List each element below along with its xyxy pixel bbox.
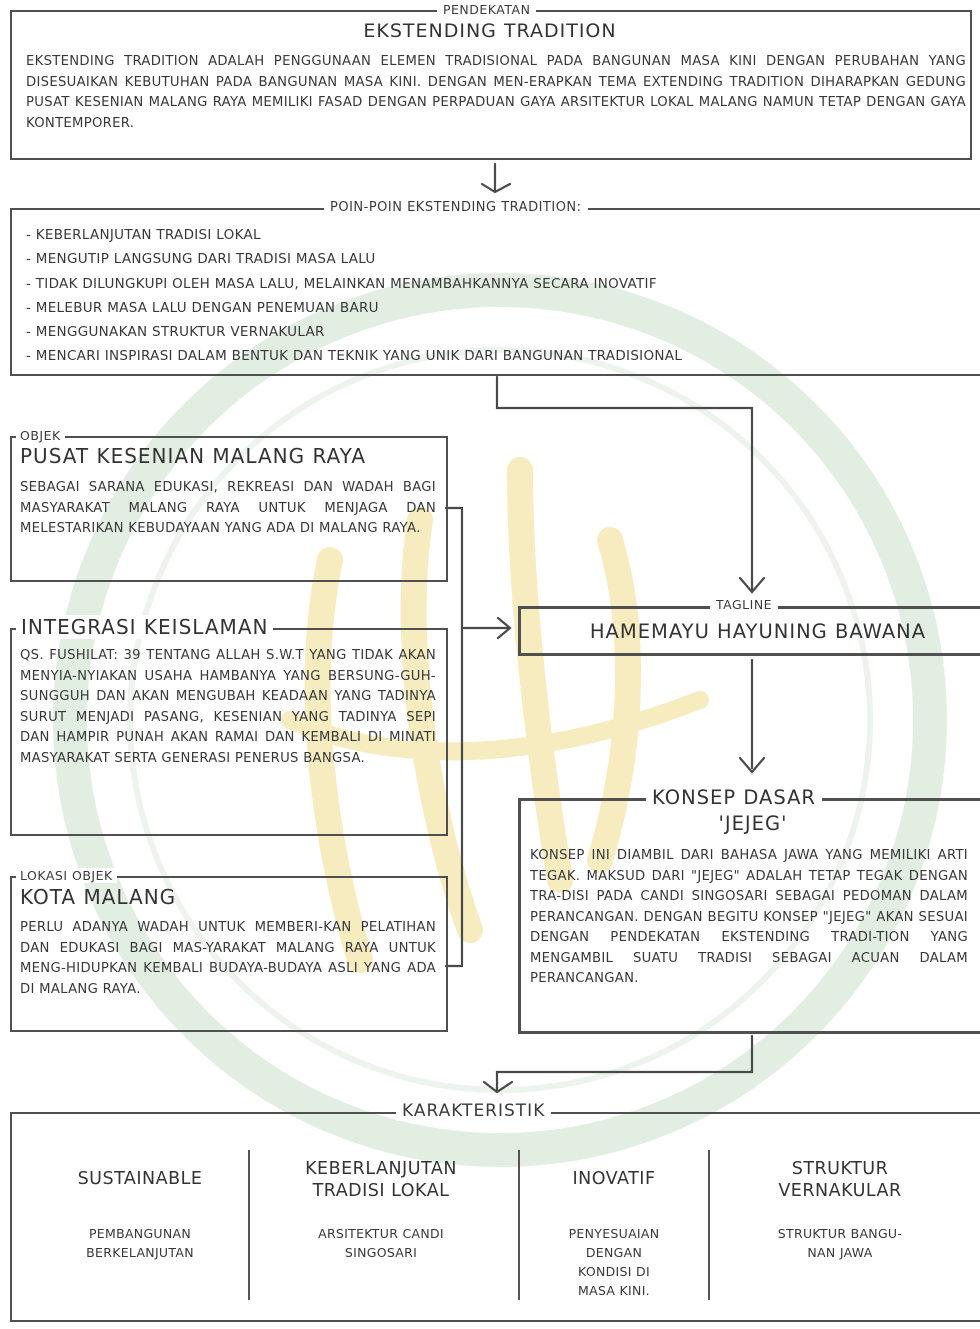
divider [518, 1150, 520, 1300]
list-item: - MENGUTIP LANGSUNG DARI TRADISI MASA LA… [26, 251, 376, 268]
poin-list: - KEBERLANJUTAN TRADISI LOKAL - MENGUTIP… [26, 223, 682, 369]
divider [248, 1150, 250, 1300]
divider [708, 1150, 710, 1300]
lokasi-title: KOTA MALANG [20, 885, 177, 909]
poin-label: POIN-POIN EKSTENDING TRADITION: [324, 200, 588, 215]
karakteristik-col-struktur: STRUKTUR VERNAKULAR STRUKTUR BANGU-NAN J… [730, 1158, 950, 1262]
konsep-title: KONSEP DASAR [646, 786, 822, 809]
column-heading: KEBERLANJUTAN TRADISI LOKAL [305, 1159, 457, 1201]
objek-body: SEBAGAI SARANA EDUKASI, REKREASI DAN WAD… [20, 480, 436, 536]
pendekatan-label: PENDEKATAN [437, 2, 537, 17]
list-item: - TIDAK DILUNGKUPI OLEH MASA LALU, MELAI… [26, 275, 657, 292]
karakteristik-col-sustainable: SUSTAINABLE PEMBANGUNAN BERKELANJUTAN [40, 1168, 240, 1262]
tagline-label: TAGLINE [710, 597, 779, 612]
list-item: - MELEBUR MASA LALU DENGAN PENEMUAN BARU [26, 299, 379, 316]
tagline-title: HAMEMAYU HAYUNING BAWANA [589, 620, 927, 643]
pendekatan-body: EKSTENDING TRADITION ADALAH PENGGUNAAN E… [26, 54, 966, 131]
column-desc: PENYESUAIAN DENGAN KONDISI DI MASA KINI. [568, 1226, 660, 1298]
lokasi-body: PERLU ADANYA WADAH UNTUK MEMBERI-KAN PEL… [20, 920, 436, 997]
konsep-body: KONSEP INI DIAMBIL DARI BAHASA JAWA YANG… [530, 848, 968, 986]
pendekatan-title: EKSTENDING TRADITION [363, 20, 617, 42]
objek-title: PUSAT KESENIAN MALANG RAYA [20, 444, 367, 468]
konsep-subtitle: 'JEJEG' [718, 812, 788, 835]
column-heading: STRUKTUR VERNAKULAR [778, 1159, 902, 1201]
karakteristik-col-inovatif: INOVATIF PENYESUAIAN DENGAN KONDISI DI M… [524, 1168, 704, 1300]
column-desc: ARSITEKTUR CANDI SINGOSARI [318, 1226, 444, 1260]
objek-label: OBJEK [16, 428, 65, 443]
lokasi-label: LOKASI OBJEK [16, 868, 117, 883]
integrasi-body: QS. FUSHILAT: 39 TENTANG ALLAH S.W.T YAN… [20, 648, 436, 766]
lokasi-box [10, 876, 448, 1032]
objek-box [10, 436, 448, 582]
list-item: - KEBERLANJUTAN TRADISI LOKAL [26, 227, 261, 243]
column-desc: PEMBANGUNAN BERKELANJUTAN [86, 1226, 194, 1260]
integrasi-title: INTEGRASI KEISLAMAN [16, 615, 274, 639]
column-desc: STRUKTUR BANGU-NAN JAWA [777, 1226, 903, 1260]
column-heading: INOVATIF [572, 1169, 656, 1189]
column-heading: SUSTAINABLE [77, 1169, 203, 1189]
karakteristik-col-tradisi: KEBERLANJUTAN TRADISI LOKAL ARSITEKTUR C… [266, 1158, 496, 1262]
list-item: - MENGGUNAKAN STRUKTUR VERNAKULAR [26, 324, 325, 341]
karakteristik-label: KARAKTERISTIK [396, 1101, 552, 1121]
list-item: - MENCARI INSPIRASI DALAM BENTUK DAN TEK… [26, 348, 683, 365]
